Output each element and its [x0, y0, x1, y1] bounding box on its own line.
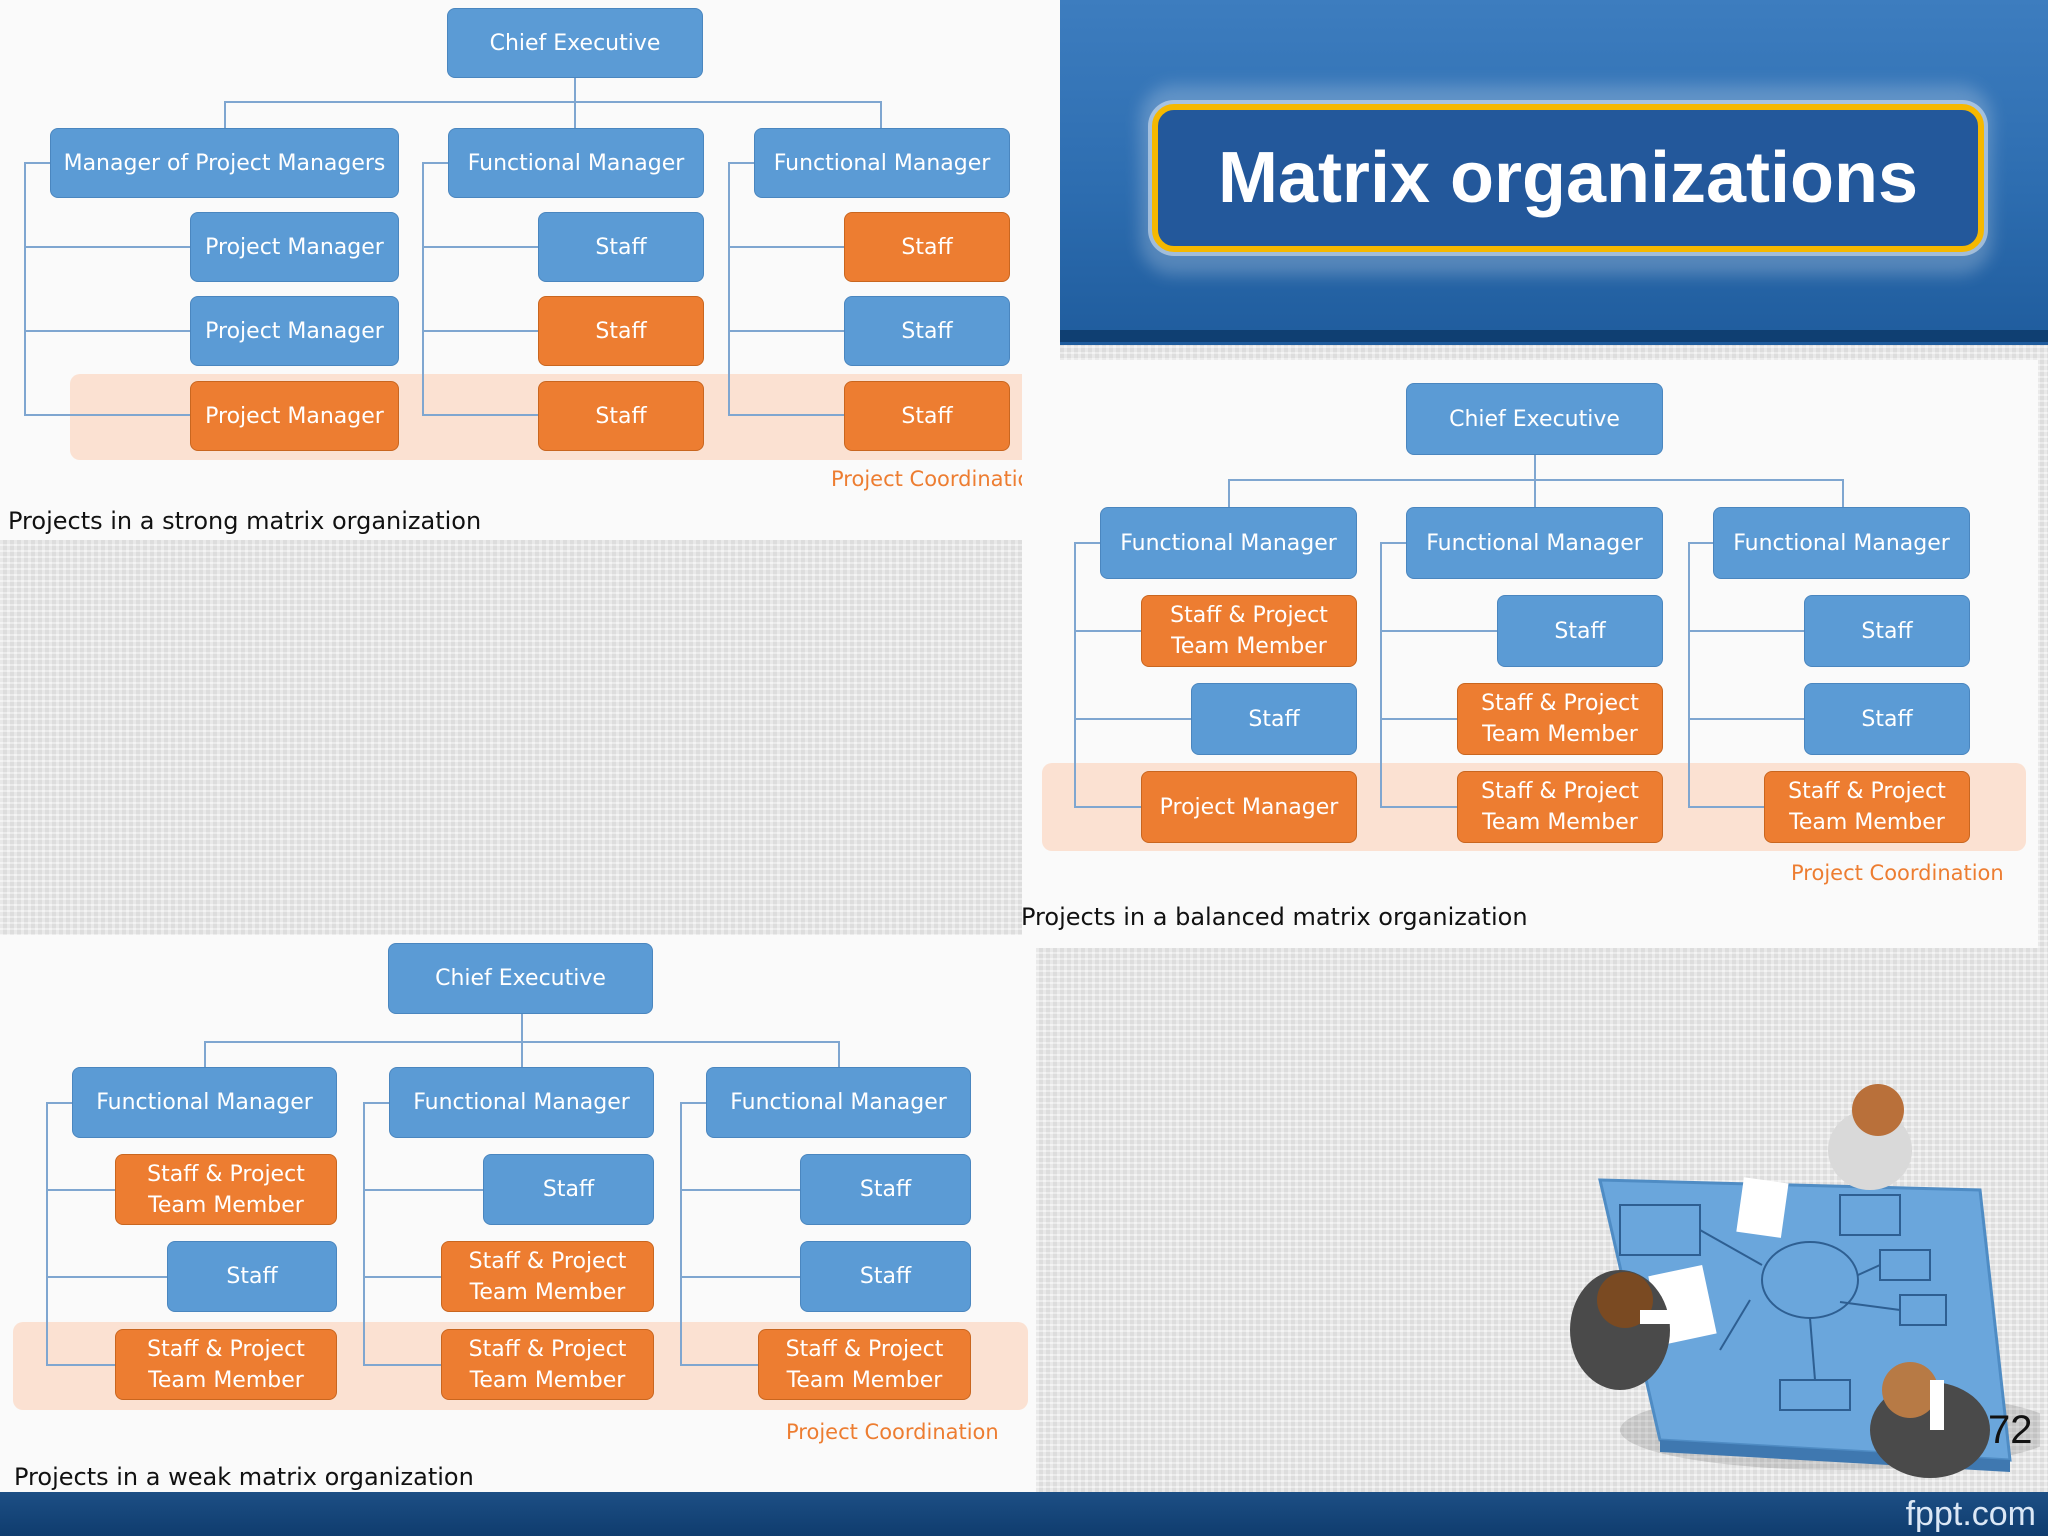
- staff-project-team-member-box: Staff & Project Team Member: [1457, 683, 1663, 755]
- staff-box: Staff: [1497, 595, 1663, 667]
- staff-box: Staff: [1804, 683, 1970, 755]
- project-manager-box: Project Manager: [190, 296, 399, 366]
- staff-box: Staff: [538, 296, 704, 366]
- header-divider: [1060, 330, 2048, 342]
- staff-box: Staff: [538, 212, 704, 282]
- chief-executive-box: Chief Executive: [447, 8, 703, 78]
- weak-matrix-caption: Projects in a weak matrix organization: [14, 1463, 474, 1491]
- strong-matrix-caption: Projects in a strong matrix organization: [8, 507, 482, 535]
- chief-executive-box: Chief Executive: [388, 943, 653, 1014]
- staff-box: Staff: [1804, 595, 1970, 667]
- manager-of-project-managers-box: Manager of Project Managers: [50, 128, 399, 198]
- functional-manager-box: Functional Manager: [706, 1067, 971, 1138]
- staff-project-team-member-box: Staff & Project Team Member: [115, 1329, 337, 1400]
- chief-executive-box: Chief Executive: [1406, 383, 1663, 455]
- staff-project-team-member-box: Staff & Project Team Member: [758, 1329, 971, 1400]
- staff-box: Staff: [800, 1241, 971, 1312]
- staff-project-team-member-box: Staff & Project Team Member: [1764, 771, 1970, 843]
- staff-project-team-member-box: Staff & Project Team Member: [115, 1154, 337, 1225]
- footer-brand: fppt.com: [1905, 1495, 2036, 1533]
- staff-box: Staff: [844, 212, 1010, 282]
- project-coordination-label: Project Coordination: [1791, 861, 2004, 885]
- staff-box: Staff: [844, 296, 1010, 366]
- meeting-illustration-icon: [1570, 1084, 2040, 1478]
- page-number: 72: [1988, 1408, 2033, 1452]
- staff-box: Staff: [800, 1154, 971, 1225]
- project-manager-box: Project Manager: [190, 381, 399, 451]
- functional-manager-box: Functional Manager: [448, 128, 704, 198]
- staff-box: Staff: [538, 381, 704, 451]
- balanced-matrix-caption: Projects in a balanced matrix organizati…: [1021, 903, 1528, 931]
- functional-manager-box: Functional Manager: [754, 128, 1010, 198]
- staff-box: Staff: [844, 381, 1010, 451]
- staff-box: Staff: [167, 1241, 337, 1312]
- functional-manager-box: Functional Manager: [389, 1067, 654, 1138]
- slide-title: Matrix organizations: [1217, 138, 1919, 218]
- staff-box: Staff: [483, 1154, 654, 1225]
- functional-manager-box: Functional Manager: [1406, 507, 1663, 579]
- project-coordination-label: Project Coordination: [831, 467, 1044, 491]
- staff-project-team-member-box: Staff & Project Team Member: [441, 1329, 654, 1400]
- project-manager-box: Project Manager: [1141, 771, 1357, 843]
- project-manager-box: Project Manager: [190, 212, 399, 282]
- title-frame: [1152, 104, 1984, 252]
- staff-project-team-member-box: Staff & Project Team Member: [441, 1241, 654, 1312]
- functional-manager-box: Functional Manager: [1100, 507, 1357, 579]
- staff-box: Staff: [1191, 683, 1357, 755]
- staff-project-team-member-box: Staff & Project Team Member: [1457, 771, 1663, 843]
- functional-manager-box: Functional Manager: [1713, 507, 1970, 579]
- functional-manager-box: Functional Manager: [72, 1067, 337, 1138]
- staff-project-team-member-box: Staff & Project Team Member: [1141, 595, 1357, 667]
- footer-bar: [0, 1492, 2048, 1536]
- project-coordination-label: Project Coordination: [786, 1420, 999, 1444]
